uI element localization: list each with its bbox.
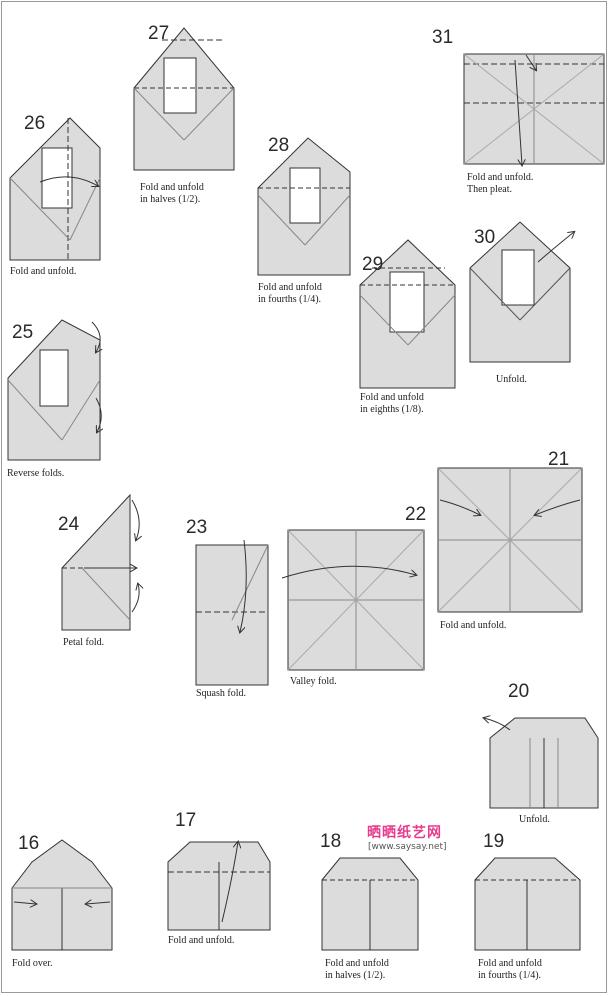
step-28-number: 28 — [268, 135, 290, 156]
step-26-caption: Fold and unfold. — [10, 266, 77, 277]
step-31-caption: Fold and unfold. Then pleat. — [467, 172, 534, 195]
step-24-model — [61, 493, 139, 631]
step-30-caption: Unfold. — [496, 374, 527, 385]
step-22-model — [281, 529, 425, 671]
step-20-caption: Unfold. — [519, 814, 550, 825]
step-26-number: 26 — [24, 113, 46, 134]
step-17-number: 17 — [175, 810, 197, 831]
step-17-caption: Fold and unfold. — [168, 935, 235, 946]
step-25-caption: Reverse folds. — [7, 468, 65, 479]
step-27-caption: Fold and unfold in halves (1/2). — [140, 182, 204, 205]
step-19-number: 19 — [483, 831, 505, 852]
step-29-number: 29 — [362, 254, 384, 275]
step-19-caption: Fold and unfold in fourths (1/4). — [478, 958, 542, 981]
step-30-model — [469, 221, 574, 363]
step-31-number: 31 — [432, 27, 454, 48]
step-18-model — [321, 857, 419, 951]
step-28-model — [257, 137, 351, 276]
step-23-caption: Squash fold. — [196, 688, 246, 699]
step-20-number: 20 — [508, 681, 530, 702]
step-19-model — [474, 857, 581, 951]
step-27-number: 27 — [148, 23, 170, 44]
step-21-model — [437, 467, 583, 613]
step-28-caption: Fold and unfold in fourths (1/4). — [258, 282, 322, 305]
step-26-model — [9, 117, 101, 261]
step-16-number: 16 — [18, 833, 40, 854]
step-18-caption: Fold and unfold in halves (1/2). — [325, 958, 389, 981]
step-25-model — [7, 319, 101, 461]
step-21-caption: Fold and unfold. — [440, 620, 507, 631]
step-16-caption: Fold over. — [12, 958, 53, 969]
watermark-url: [www.saysay.net] — [368, 842, 447, 852]
step-31-model — [463, 53, 605, 165]
step-16-model — [11, 839, 113, 951]
step-24-caption: Petal fold. — [63, 637, 105, 648]
step-21-number: 21 — [548, 449, 570, 470]
step-27-model — [133, 27, 235, 171]
step-29-caption: Fold and unfold in eighths (1/8). — [360, 392, 424, 415]
step-17-model — [167, 842, 271, 931]
step-23-number: 23 — [186, 517, 208, 538]
step-25-number: 25 — [12, 322, 34, 343]
watermark-logo: 晒晒纸艺网 — [367, 825, 442, 841]
step-22-caption: Valley fold. — [290, 676, 337, 687]
step-20-model — [484, 718, 599, 809]
step-24-number: 24 — [58, 514, 80, 535]
step-23-model — [195, 539, 269, 686]
step-22-number: 22 — [405, 504, 427, 525]
step-18-number: 18 — [320, 831, 342, 852]
step-30-number: 30 — [474, 227, 496, 248]
step-29-model — [359, 239, 456, 389]
